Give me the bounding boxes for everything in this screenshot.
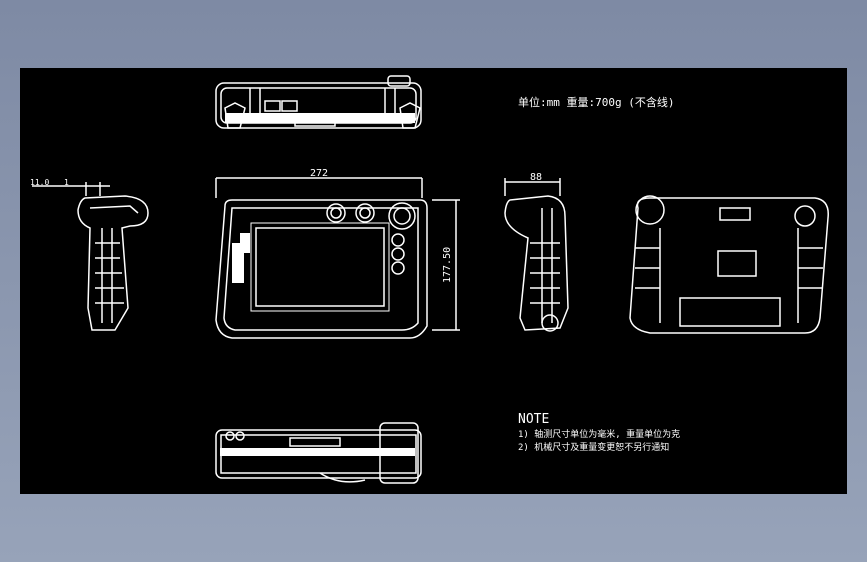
left-side-view: 11.0 1: [30, 178, 149, 331]
note-title: NOTE: [518, 412, 549, 427]
dimension-width: 272: [310, 168, 328, 179]
dimension-height: 177.50: [442, 247, 453, 283]
cad-drawing-canvas: 单位:mm 重量:700g (不含线) 272: [20, 68, 847, 494]
top-view: [215, 75, 422, 129]
dimension-small-right: 1: [64, 178, 69, 187]
dimension-depth: 88: [530, 172, 542, 183]
dimension-small-left: 11.0: [30, 178, 49, 187]
right-side-view: 88: [504, 172, 569, 332]
note-line-2: 2) 机械尺寸及重量变更恕不另行通知: [518, 441, 669, 453]
bottom-view: [215, 422, 422, 484]
cad-drawing: 单位:mm 重量:700g (不含线) 272: [30, 75, 829, 484]
header-note: 单位:mm 重量:700g (不含线): [518, 95, 674, 109]
front-view: 272 177.50: [215, 168, 460, 339]
note-line-1: 1) 轴测尺寸单位为毫米, 重量单位为克: [518, 428, 680, 440]
back-view: [629, 195, 829, 334]
